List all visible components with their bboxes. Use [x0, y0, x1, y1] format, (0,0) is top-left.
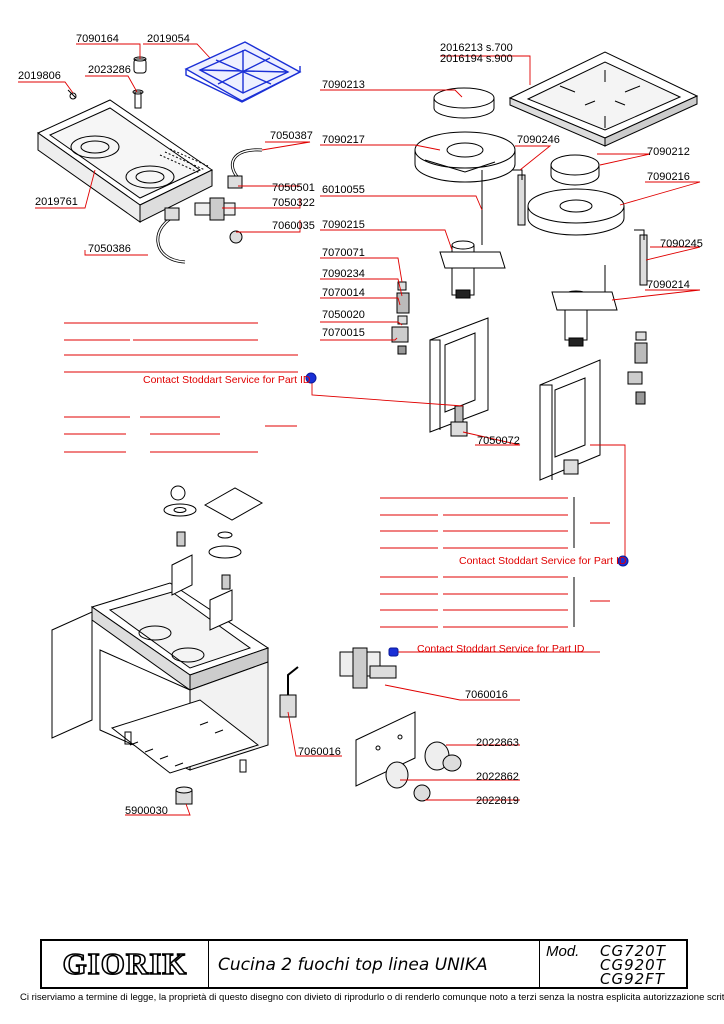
- model-box: Mod. CG720T CG920T CG92FT: [539, 941, 687, 988]
- pan-support-large: [508, 51, 699, 147]
- part-label-7090217: 7090217: [322, 134, 365, 146]
- part-label-7090216: 7090216: [647, 171, 690, 183]
- model-label: Mod.: [546, 943, 580, 960]
- title-block: GIORIK Cucina 2 fuochi top linea UNIKA M…: [40, 939, 688, 989]
- burner-assembly-upper: [391, 87, 526, 437]
- part-label-7050322: 7050322: [272, 197, 315, 209]
- model-cg920t: CG920T: [600, 956, 666, 974]
- part-label-7060016-thermostat: 7060016: [298, 746, 341, 758]
- part-label-7050386: 7050386: [88, 243, 131, 255]
- part-label-7050020: 7050020: [322, 309, 365, 321]
- mini-burners: [163, 485, 264, 631]
- model-cg720t: CG720T: [600, 942, 666, 960]
- drawing-title: Cucina 2 fuochi top linea UNIKA: [218, 955, 488, 975]
- highlighted-pan-support: [184, 41, 302, 103]
- control-panel: [279, 647, 462, 802]
- blank-part-table-left: [64, 322, 298, 453]
- part-label-7050501: 7050501: [272, 182, 315, 194]
- foot: [175, 786, 193, 805]
- part-label-2022863: 2022863: [476, 737, 519, 749]
- part-label-7090234: 7090234: [322, 268, 365, 280]
- part-label-2019806: 2019806: [18, 70, 61, 82]
- part-label-2023286: 2023286: [88, 64, 131, 76]
- service-note-left: Contact Stoddart Service for Part ID: [143, 374, 311, 386]
- part-label-7090245: 7090245: [660, 238, 703, 250]
- blank-part-table-right: [380, 497, 610, 628]
- service-note-valve: Contact Stoddart Service for Part ID: [417, 643, 585, 655]
- part-label-7090213: 7090213: [322, 79, 365, 91]
- part-label-7070014: 7070014: [322, 287, 365, 299]
- part-label-5900030: 5900030: [125, 805, 168, 817]
- model-cg92ft: CG92FT: [600, 970, 665, 988]
- copyright-footer: Ci riserviamo a termine di legge, la pro…: [20, 992, 724, 1003]
- burner-assembly-lower: [527, 154, 648, 481]
- part-label-2022819: 2022819: [476, 795, 519, 807]
- part-label-7090214: 7090214: [647, 279, 690, 291]
- gas-hoses: [156, 148, 263, 264]
- part-label-7060016-valve: 7060016: [465, 689, 508, 701]
- part-label-7090215: 7090215: [322, 219, 365, 231]
- part-label-7050387: 7050387: [270, 130, 313, 142]
- giorik-logo: GIORIK: [42, 941, 209, 987]
- part-label-2019054: 2019054: [147, 33, 190, 45]
- leader-lines: [18, 43, 701, 816]
- part-label-7090164: 7090164: [76, 33, 119, 45]
- part-label-2022862: 2022862: [476, 771, 519, 783]
- service-note-right: Contact Stoddart Service for Part ID: [459, 555, 627, 567]
- part-label-7060035: 7060035: [272, 220, 315, 232]
- part-label-7070071: 7070071: [322, 247, 365, 259]
- part-label-2019761: 2019761: [35, 196, 78, 208]
- cooker-body: [51, 582, 270, 774]
- part-label-2016194: 2016194 s.900: [440, 53, 513, 65]
- blue-part-markers: [305, 372, 629, 657]
- part-label-2016213: 2016213 s.700: [440, 42, 513, 54]
- part-label-7070015: 7070015: [322, 327, 365, 339]
- drip-tray: [37, 99, 213, 223]
- part-label-7090246: 7090246: [517, 134, 560, 146]
- part-label-6010055: 6010055: [322, 184, 365, 196]
- part-label-7090212: 7090212: [647, 146, 690, 158]
- part-label-7050072: 7050072: [477, 435, 520, 447]
